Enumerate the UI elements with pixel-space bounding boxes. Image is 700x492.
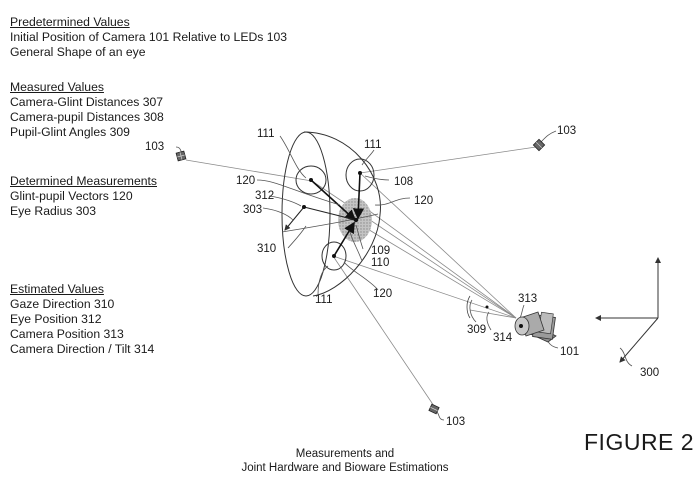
eye-cornea-outline [303,131,381,297]
glint-point [309,178,313,182]
axis-diagonal [619,317,659,363]
caption-line-2: Joint Hardware and Bioware Estimations [241,462,449,474]
caption-line-1: Measurements and [295,448,395,460]
label-camera-position: 313 [518,293,537,305]
label-glint-bottom: 111 [315,294,332,306]
measured-values-header: Measured Values [10,80,104,94]
label-glint-top-left: 111 [257,128,274,140]
label-pupil-108: 108 [394,176,413,188]
points [302,171,489,309]
predetermined-item: Initial Position of Camera 101 Relative … [10,30,288,44]
label-vector-bottom: 120 [373,288,392,300]
camera-icon [514,311,557,343]
predetermined-values-section: Predetermined Values Initial Position of… [10,15,287,60]
measured-item: Pupil-Glint Angles 309 [10,125,130,139]
label-axes: 300 [640,367,659,379]
vector-top-left [310,179,357,222]
glint-point [332,254,336,258]
glint-circle-bottom [321,241,347,271]
eye-center-to-pupil-line [303,206,357,221]
camera-direction-line [469,309,517,319]
camera-estimate-item: Camera Direction / Tilt 314 [10,342,155,356]
determined-item: Glint-pupil Vectors 120 [10,189,133,203]
led-right-icon [532,138,546,152]
label-led-left: 103 [145,141,164,153]
sight-line [332,255,517,319]
led-ray-lines [185,146,537,407]
determined-measurements-header: Determined Measurements [10,174,157,188]
label-tilt-314: 314 [493,332,513,344]
label-gaze-direction: 310 [257,243,276,255]
estimated-values-section: Estimated Values Gaze Direction 310 Eye … [10,282,114,327]
label-led-right: 103 [557,125,576,137]
glint-point [358,171,362,175]
label-led-bottom: 103 [446,416,465,428]
label-glint-top-right: 111 [364,139,381,151]
sight-line [359,172,517,319]
ray-led-left [185,159,313,182]
label-vector-left: 120 [236,175,255,187]
measured-values-section: Measured Values Camera-Glint Distances 3… [10,80,164,140]
eye-center-construction [284,206,357,231]
vector-top-right [352,172,365,220]
pupil-center-point [353,217,359,223]
label-eye-position: 312 [255,190,274,202]
leader-lines [175,130,633,421]
gaze-direction-arrow [284,206,305,231]
camera-estimates-section: Camera Position 313 Camera Direction / T… [10,327,154,357]
predetermined-values-header: Predetermined Values [10,15,130,29]
label-angle-309: 309 [467,324,486,336]
determined-measurements-section: Determined Measurements Glint-pupil Vect… [10,174,157,219]
label-eye-radius: 303 [243,204,262,216]
led-bottom-icon [428,403,440,415]
coordinate-axes [595,257,661,363]
measured-item: Camera-pupil Distances 308 [10,110,164,124]
sight-line [355,221,517,319]
label-pupil-110: 110 [371,257,389,269]
label-camera: 101 [560,346,579,358]
determined-item: Eye Radius 303 [10,204,97,218]
estimated-values-header: Estimated Values [10,282,104,296]
glint-circle-top-left [295,165,327,195]
ray-led-right [359,146,537,174]
angle-arc-309 [466,295,471,319]
ray-led-bottom [332,255,435,407]
sight-line [359,203,517,319]
camera-estimate-item: Camera Position 313 [10,327,124,341]
eye-center-point [302,205,306,209]
estimated-item: Eye Position 312 [10,312,102,326]
led-left-icon [175,150,187,162]
measured-item: Camera-Glint Distances 307 [10,95,164,109]
figure-caption: Measurements and Joint Hardware and Biow… [200,447,490,475]
angle-point [485,305,489,309]
label-pupil-109: 109 [371,245,390,257]
glint-pupil-vectors [310,172,365,257]
label-vector-right: 120 [414,195,433,207]
predetermined-item: General Shape of an eye [10,45,146,59]
figure-label: FIGURE 2 [584,429,695,455]
vector-bottom [333,221,355,257]
estimated-item: Gaze Direction 310 [10,297,115,311]
